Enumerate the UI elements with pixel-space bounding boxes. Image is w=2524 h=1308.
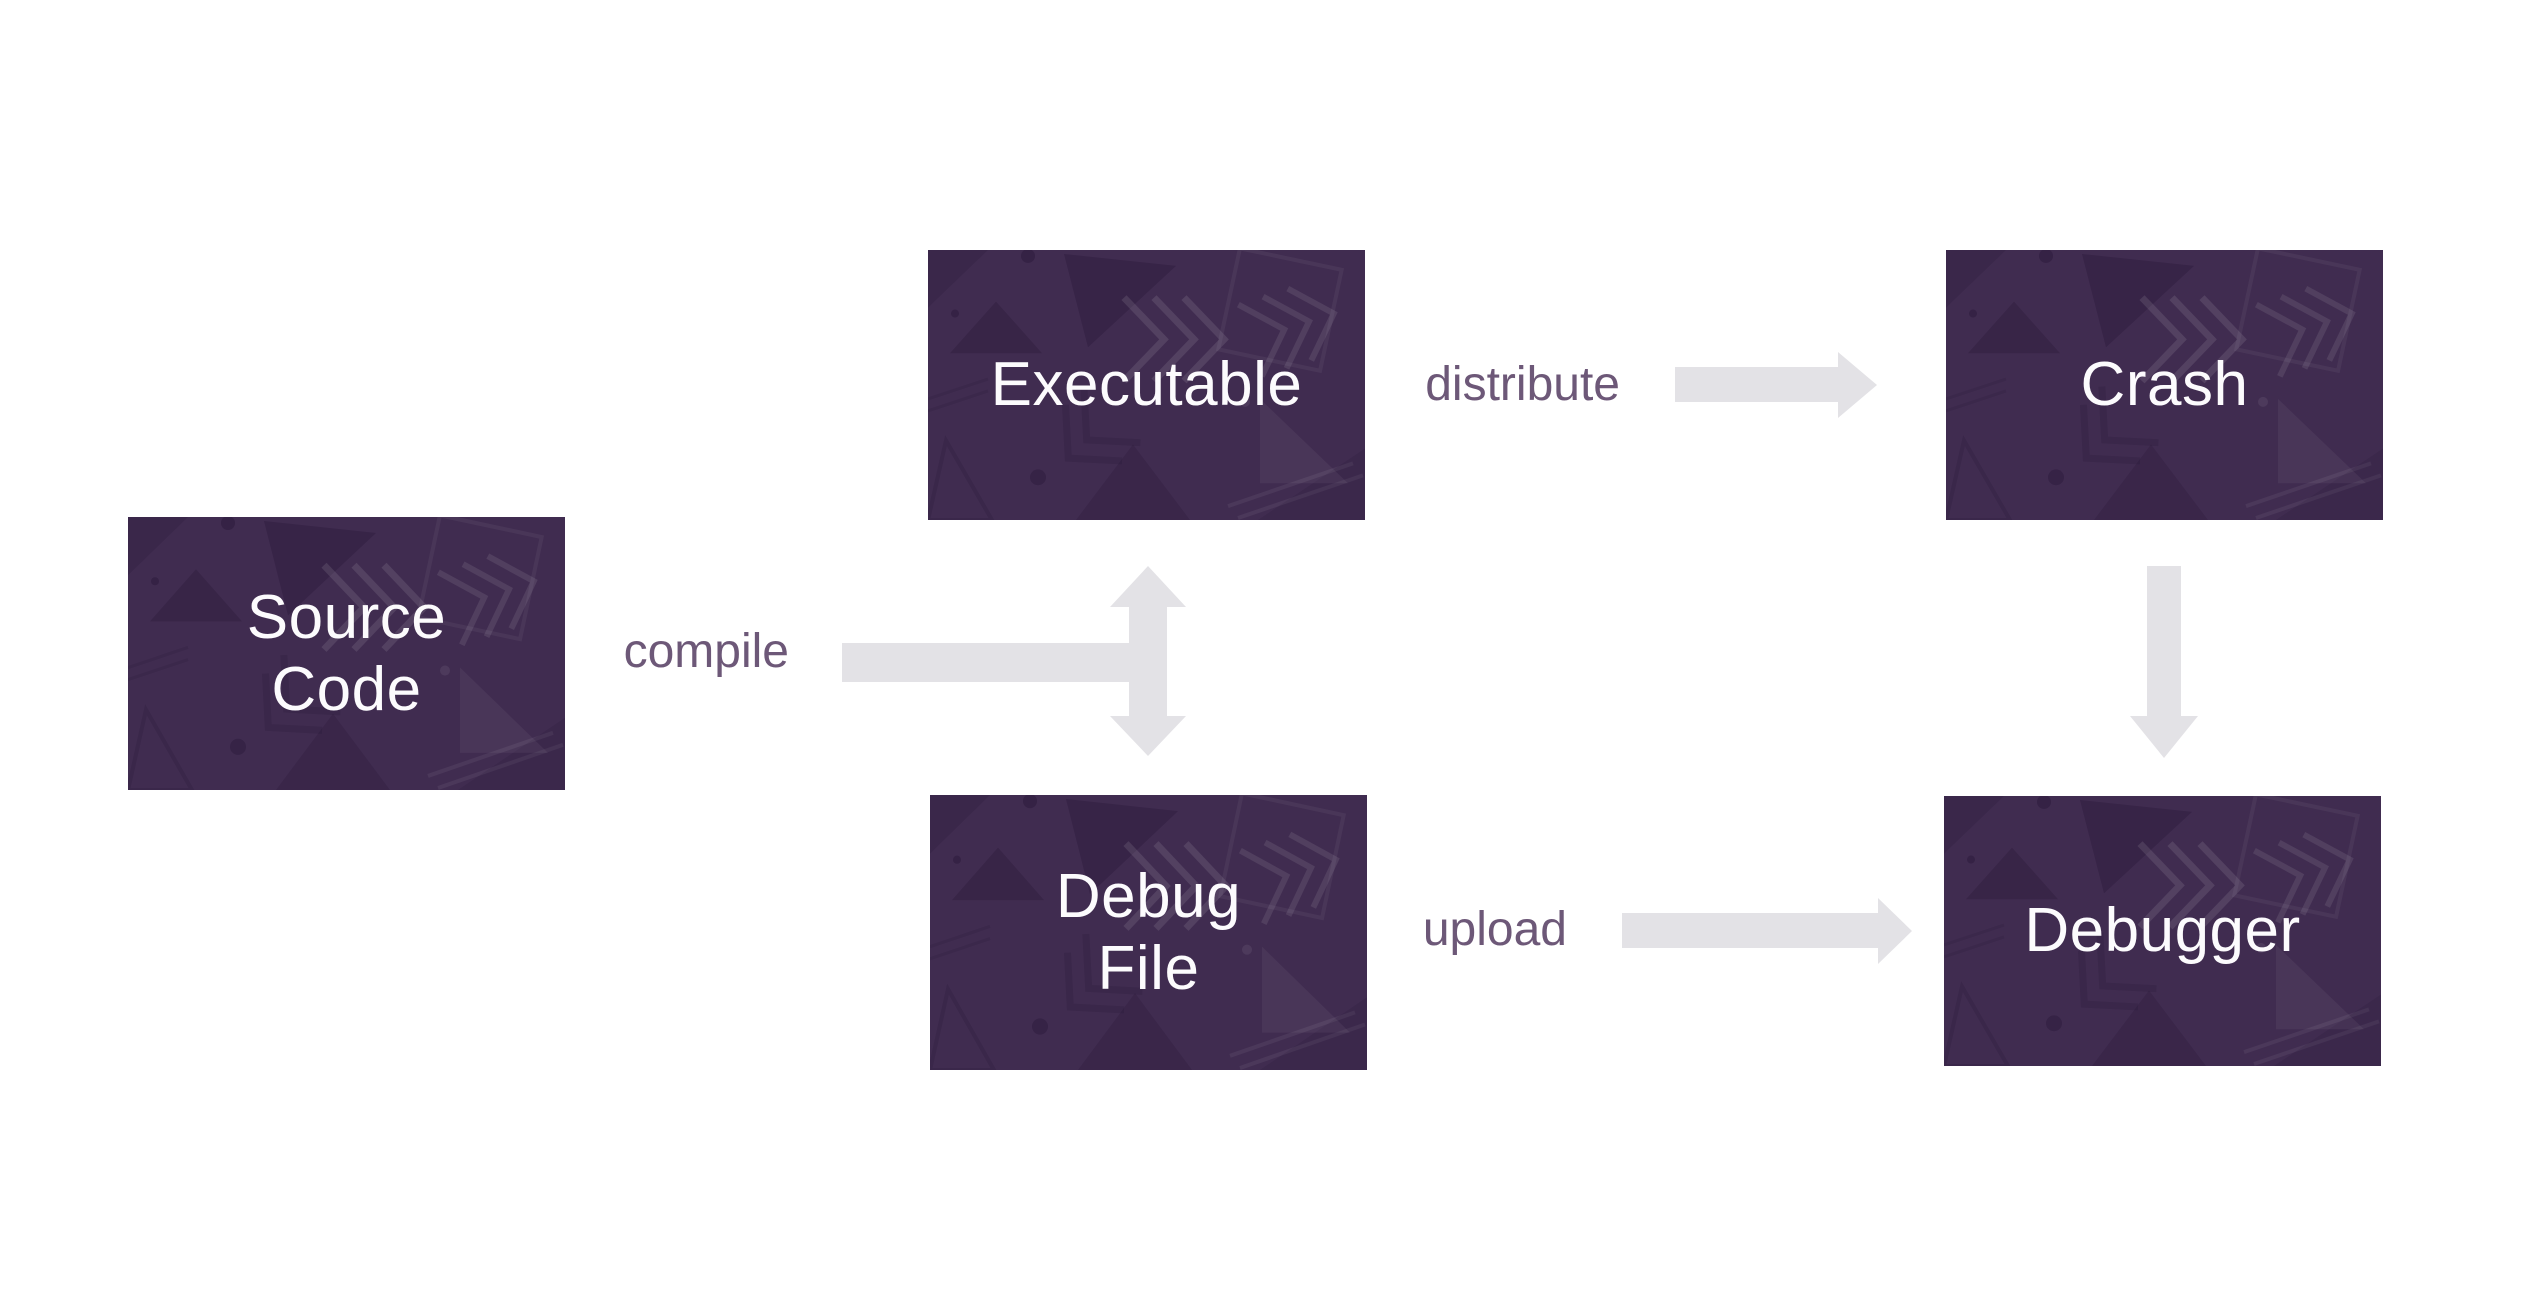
node-label-line: Crash [2080, 350, 2249, 419]
compile-arrow [842, 566, 1186, 756]
node-label-line: Executable [990, 350, 1303, 419]
distribute-arrow [1675, 352, 1877, 418]
node-label-line: Source [246, 582, 447, 652]
edge-label-distribute: distribute [1425, 358, 1620, 411]
node-label: Source Code [247, 582, 446, 726]
upload-arrow [1622, 898, 1912, 964]
node-source-code: Source Code [128, 517, 565, 790]
node-label: Debug File [1056, 861, 1241, 1005]
node-label: Executable [991, 349, 1303, 421]
node-label-line: Code [271, 654, 422, 724]
edge-label-compile: compile [623, 625, 789, 678]
edge-label-upload: upload [1422, 903, 1567, 956]
node-crash: Crash [1946, 250, 2383, 520]
node-label-line: File [1097, 933, 1200, 1003]
node-label-line: Debugger [2024, 896, 2301, 965]
node-label: Crash [2081, 349, 2249, 421]
node-debugger: Debugger [1944, 796, 2381, 1066]
node-label: Debugger [2024, 895, 2300, 967]
crash-to-debugger-arrow [2130, 566, 2198, 758]
node-executable: Executable [928, 250, 1365, 520]
node-debug-file: Debug File [930, 795, 1367, 1070]
node-label-line: Debug [1055, 861, 1242, 931]
